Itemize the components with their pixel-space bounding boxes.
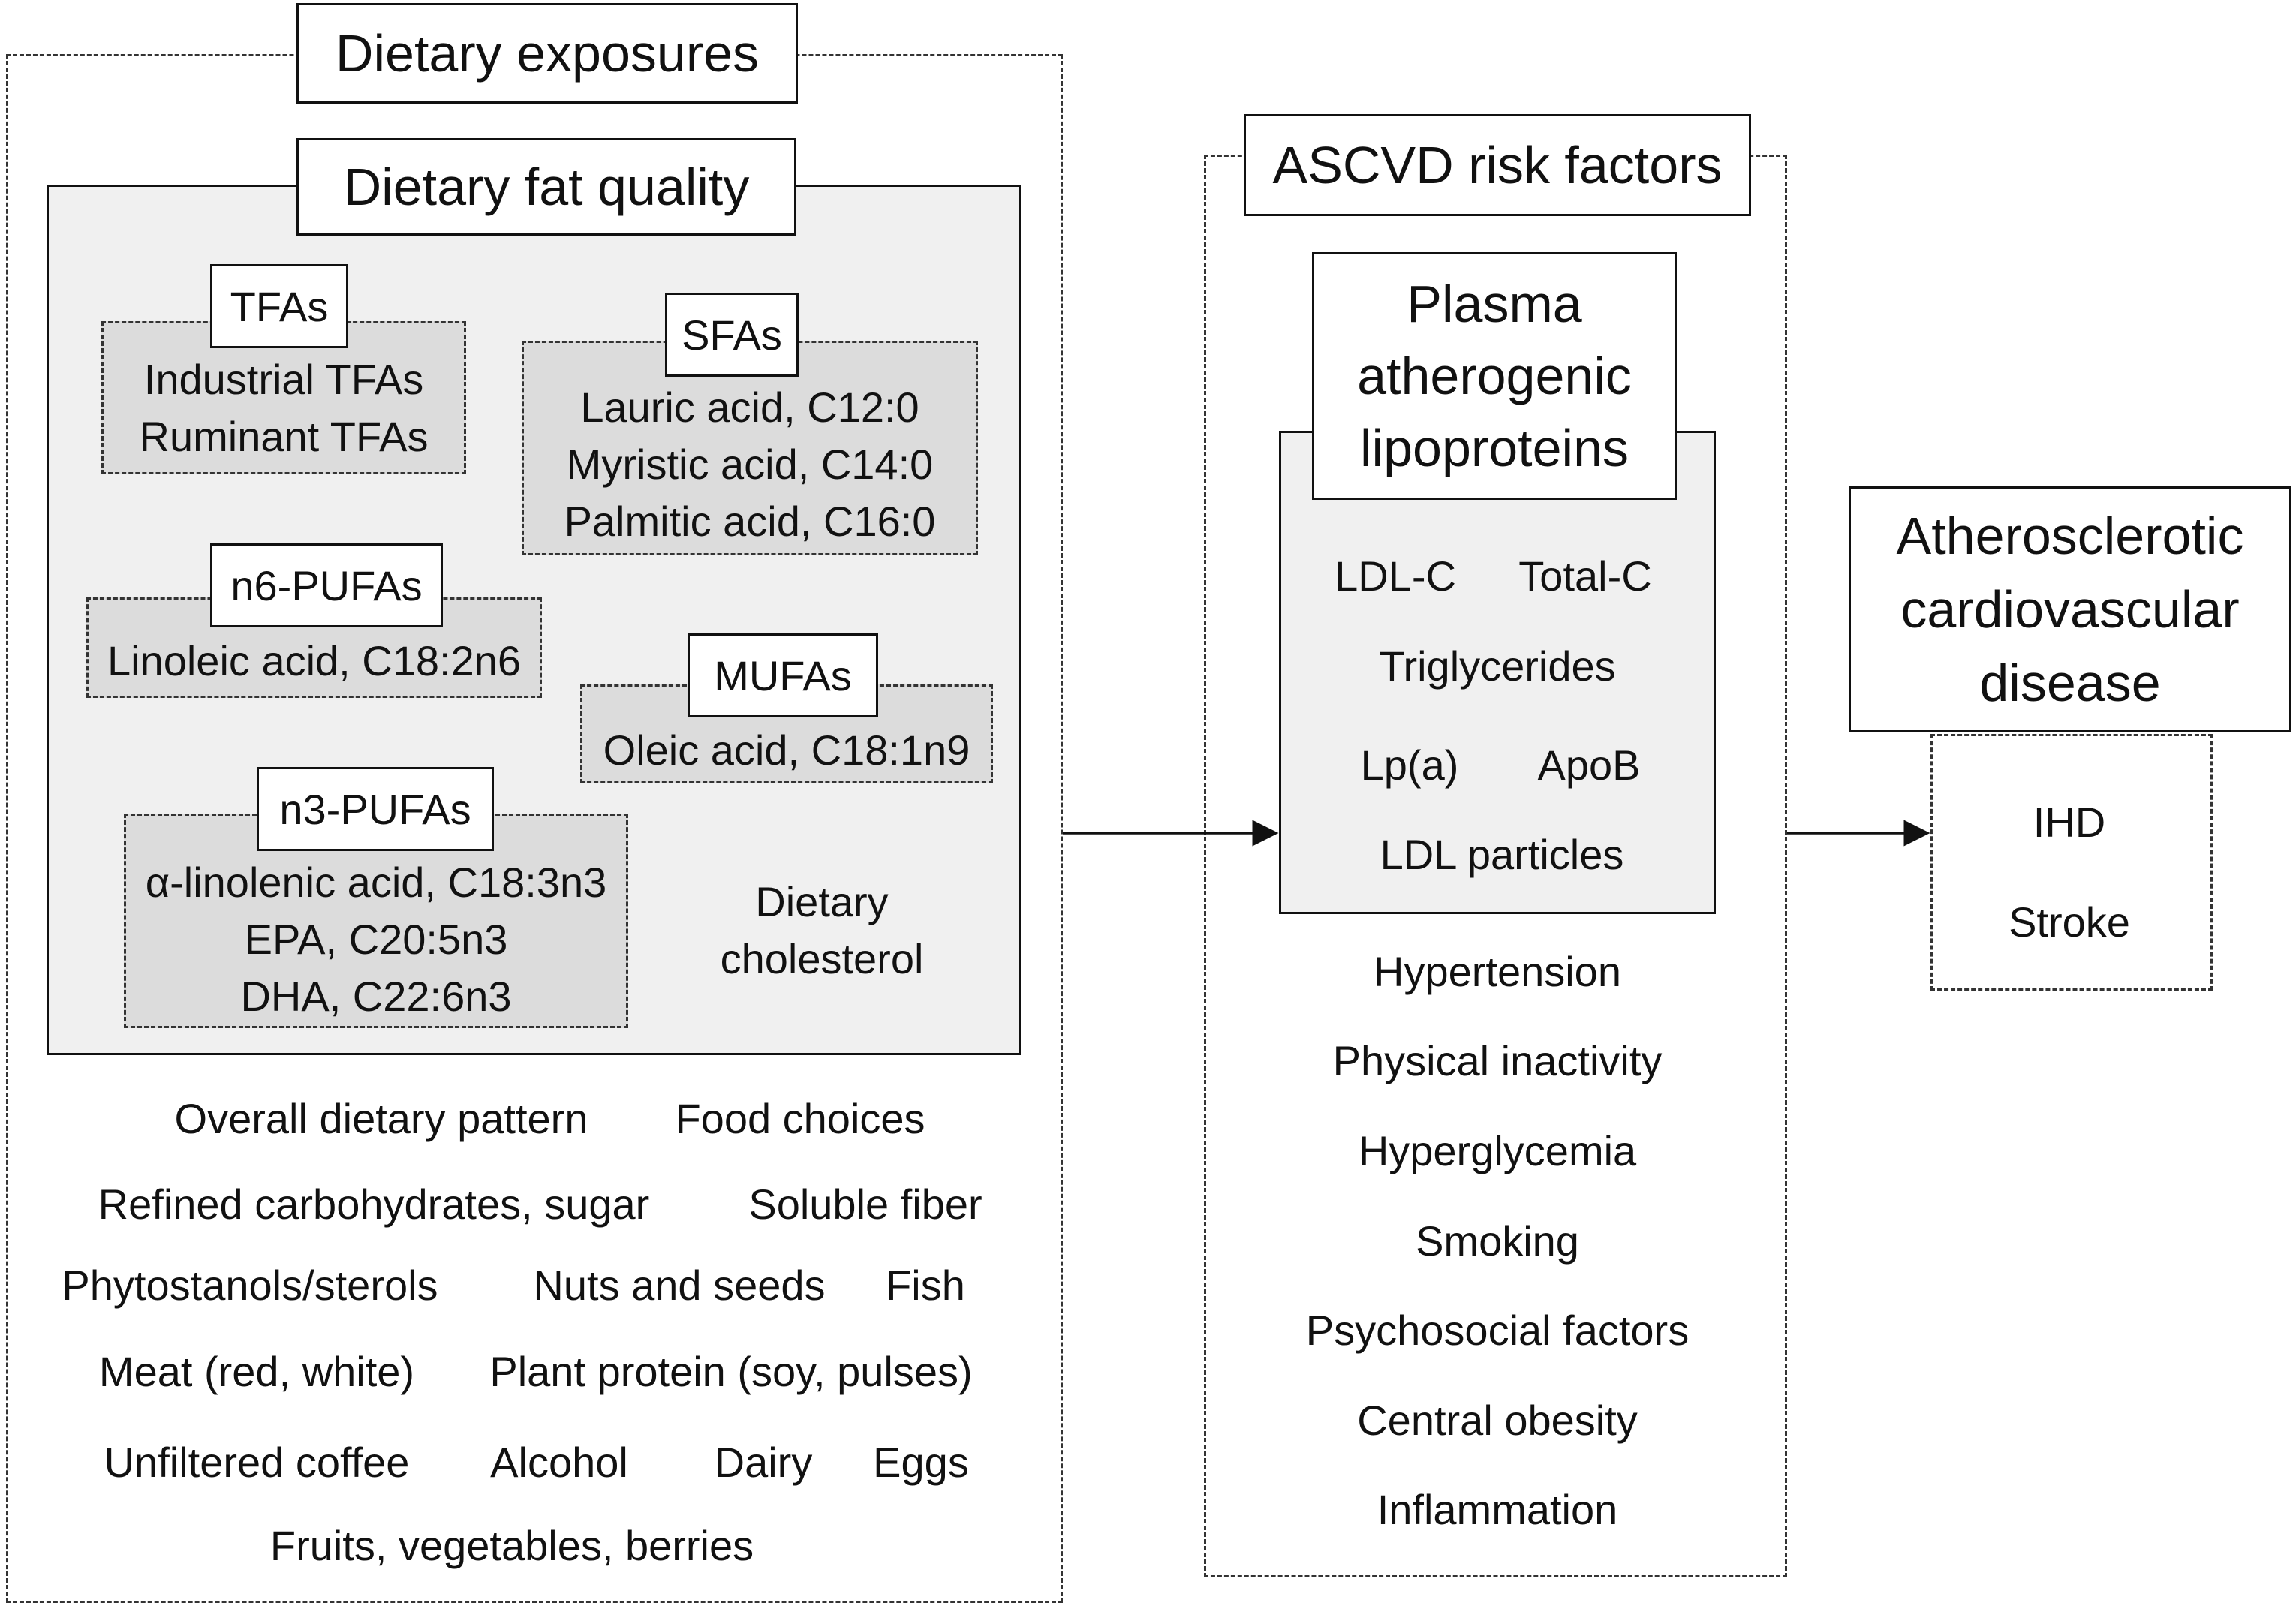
- factor-soluble-fiber: Soluble fiber: [748, 1180, 982, 1228]
- sfa-item: Palmitic acid, C16:0: [564, 498, 936, 545]
- risk-psychosocial-factors: Psychosocial factors: [1305, 1307, 1690, 1354]
- tfa-item: Industrial TFAs: [143, 356, 424, 403]
- lipoproteins-title: Plasma atherogenic lipoproteins: [1312, 252, 1677, 500]
- risk-physical-inactivity: Physical inactivity: [1332, 1037, 1663, 1084]
- risk-central-obesity: Central obesity: [1357, 1397, 1638, 1444]
- factor-nuts-and-seeds: Nuts and seeds: [533, 1262, 826, 1309]
- disease-outcomes-panel: [1930, 734, 2213, 991]
- n6-pufas-label: n6-PUFAs: [210, 543, 443, 627]
- factor-phytostanols: Phytostanols/sterols: [62, 1262, 438, 1309]
- apob: ApoB: [1537, 741, 1641, 789]
- dietary-fat-quality-title: Dietary fat quality: [296, 138, 796, 236]
- risk-smoking: Smoking: [1416, 1217, 1579, 1265]
- factor-food-choices: Food choices: [675, 1095, 925, 1142]
- factor-plant-protein: Plant protein (soy, pulses): [489, 1348, 973, 1395]
- factor-refined-carbohydrates: Refined carbohydrates, sugar: [98, 1180, 650, 1228]
- disease-stroke: Stroke: [2009, 898, 2130, 946]
- factor-fish: Fish: [886, 1262, 965, 1309]
- n3-pufa-item: α-linolenic acid, C18:3n3: [145, 859, 607, 906]
- ascvd-risk-factors-title: ASCVD risk factors: [1244, 114, 1751, 216]
- sfas-label: SFAs: [665, 293, 799, 377]
- factor-alcohol: Alcohol: [490, 1439, 628, 1486]
- risk-hyperglycemia: Hyperglycemia: [1358, 1127, 1637, 1174]
- sfa-item: Myristic acid, C14:0: [566, 441, 934, 488]
- dietary-exposures-title: Dietary exposures: [296, 3, 798, 104]
- tfas-label: TFAs: [210, 264, 348, 348]
- ldl-c: LDL-C: [1335, 552, 1456, 600]
- factor-dairy: Dairy: [714, 1439, 813, 1486]
- factor-meat: Meat (red, white): [98, 1348, 415, 1395]
- risk-inflammation: Inflammation: [1377, 1486, 1618, 1533]
- lipoproteins-panel: [1279, 431, 1716, 914]
- factor-overall-dietary-pattern: Overall dietary pattern: [174, 1095, 588, 1142]
- sfa-item: Lauric acid, C12:0: [580, 383, 919, 431]
- n3-pufas-label: n3-PUFAs: [257, 767, 494, 851]
- ldl-particles: LDL particles: [1380, 831, 1624, 878]
- total-c: Total-C: [1518, 552, 1652, 600]
- tfa-item: Ruminant TFAs: [139, 413, 429, 460]
- lp-a: Lp(a): [1360, 741, 1459, 789]
- disease-title: Atherosclerotic cardiovascular disease: [1849, 486, 2291, 732]
- factor-fruits-vegetables: Fruits, vegetables, berries: [269, 1522, 754, 1569]
- n6-pufa-item: Linoleic acid, C18:2n6: [107, 637, 522, 684]
- mufa-item: Oleic acid, C18:1n9: [603, 726, 970, 774]
- factor-eggs: Eggs: [873, 1439, 969, 1486]
- triglycerides: Triglycerides: [1379, 642, 1616, 690]
- disease-ihd: IHD: [2033, 798, 2106, 846]
- n3-pufa-item: EPA, C20:5n3: [244, 916, 508, 963]
- risk-hypertension: Hypertension: [1374, 948, 1621, 995]
- factor-unfiltered-coffee: Unfiltered coffee: [104, 1439, 410, 1486]
- dietary-cholesterol: Dietary cholesterol: [720, 878, 924, 982]
- n3-pufa-item: DHA, C22:6n3: [240, 973, 512, 1020]
- mufas-label: MUFAs: [688, 633, 878, 717]
